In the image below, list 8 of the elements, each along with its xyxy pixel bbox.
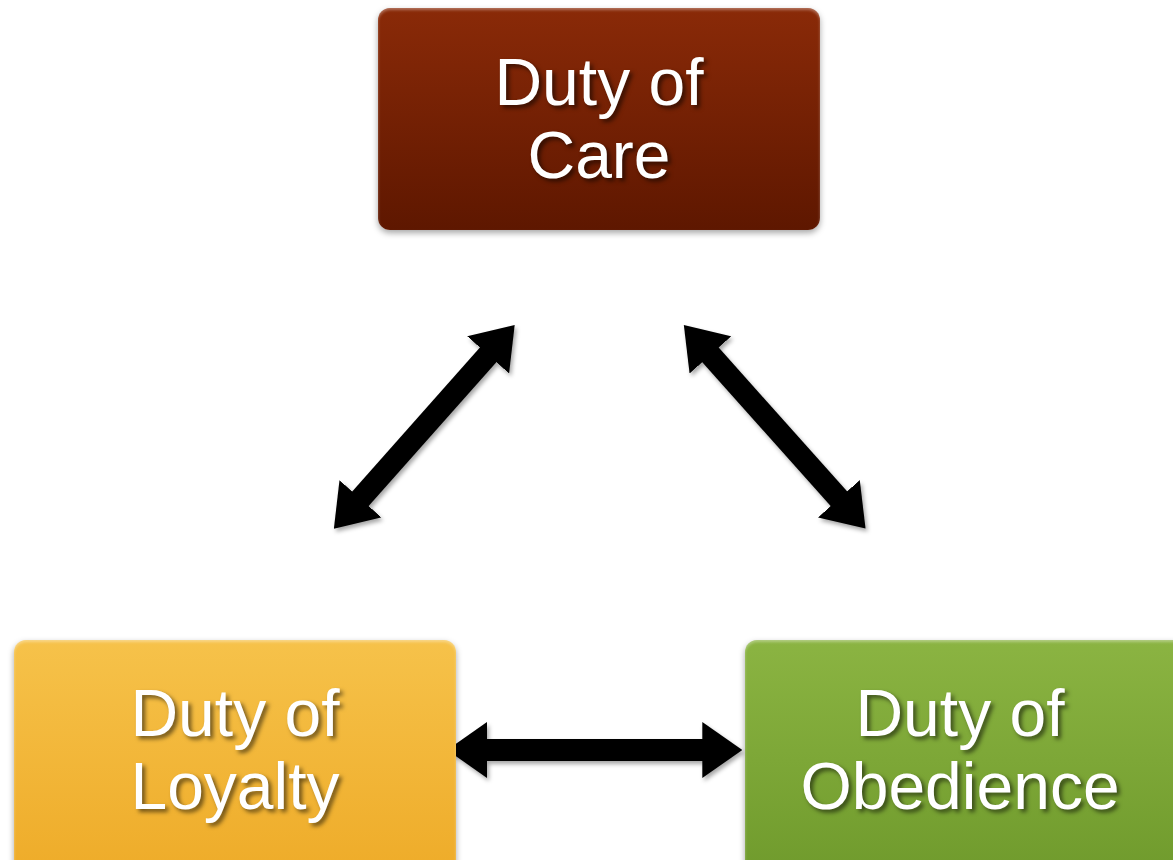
- duty-box: [378, 8, 820, 230]
- double-arrow: [683, 325, 866, 529]
- duty-label: Duty of Care: [493, 46, 705, 192]
- duty-box: [745, 640, 1173, 860]
- duty-label: Duty of Obedience: [799, 677, 1121, 823]
- double-arrow: [333, 324, 515, 529]
- duty-label: Duty of Loyalty: [129, 677, 341, 823]
- duty-box: [14, 640, 456, 860]
